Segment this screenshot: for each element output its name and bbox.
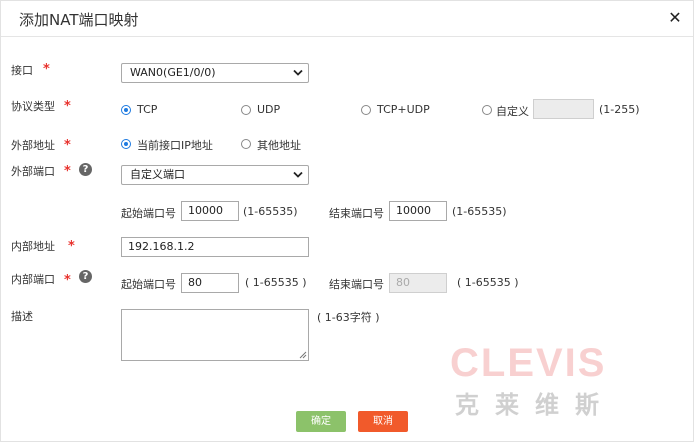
- protocol-radio-custom[interactable]: [482, 105, 492, 115]
- external-start-port-input[interactable]: 10000: [181, 201, 239, 221]
- protocol-custom-range: (1-255): [599, 103, 640, 116]
- external-end-port-range: (1-65535): [452, 205, 507, 218]
- internal-start-port-range: ( 1-65535 ): [245, 276, 307, 289]
- cancel-button[interactable]: 取消: [358, 411, 408, 432]
- required-mark: *: [64, 164, 71, 179]
- interface-select[interactable]: WAN0(GE1/0/0): [121, 63, 309, 83]
- chevron-down-icon: [293, 69, 303, 76]
- interface-select-value: WAN0(GE1/0/0): [130, 66, 216, 79]
- help-icon[interactable]: ?: [79, 270, 92, 283]
- required-mark: *: [64, 273, 71, 288]
- required-mark: *: [64, 138, 71, 153]
- internal-start-port-input[interactable]: 80: [181, 273, 239, 293]
- description-label: 描述: [11, 310, 33, 323]
- protocol-option-tcp: TCP: [137, 103, 158, 116]
- external-start-port-range: (1-65535): [243, 205, 298, 218]
- dialog-titlebar: 添加NAT端口映射 ✕: [1, 1, 693, 37]
- description-textarea[interactable]: [121, 309, 309, 361]
- internal-port-label: 内部端口: [11, 273, 55, 286]
- required-mark: *: [68, 239, 75, 254]
- external-address-option-current: 当前接口IP地址: [137, 139, 213, 152]
- internal-address-input[interactable]: 192.168.1.2: [121, 237, 309, 257]
- protocol-radio-tcp[interactable]: [121, 105, 131, 115]
- protocol-option-custom: 自定义: [496, 105, 529, 118]
- confirm-button[interactable]: 确定: [296, 411, 346, 432]
- protocol-custom-input[interactable]: [533, 99, 594, 119]
- dialog-title: 添加NAT端口映射: [19, 11, 139, 29]
- protocol-option-udp: UDP: [257, 103, 281, 116]
- external-start-port-label: 起始端口号: [121, 207, 176, 220]
- internal-start-port-label: 起始端口号: [121, 278, 176, 291]
- help-icon[interactable]: ?: [79, 163, 92, 176]
- required-mark: *: [43, 62, 50, 77]
- protocol-radio-tcp-udp[interactable]: [361, 105, 371, 115]
- protocol-radio-udp[interactable]: [241, 105, 251, 115]
- external-end-port-input[interactable]: 10000: [389, 201, 447, 221]
- external-address-option-other: 其他地址: [257, 139, 301, 152]
- external-address-label: 外部地址: [11, 139, 55, 152]
- chevron-down-icon: [293, 171, 303, 178]
- external-address-radio-other[interactable]: [241, 139, 251, 149]
- internal-address-label: 内部地址: [11, 240, 55, 253]
- external-port-select[interactable]: 自定义端口: [121, 165, 309, 185]
- external-address-radio-current[interactable]: [121, 139, 131, 149]
- internal-end-port-range: ( 1-65535 ): [457, 276, 519, 289]
- resize-grip-icon[interactable]: [299, 351, 307, 359]
- protocol-label: 协议类型: [11, 100, 55, 113]
- watermark-logo-en: CLEVIS: [450, 341, 607, 385]
- watermark-logo-cn: 克莱维斯: [455, 391, 615, 419]
- external-port-label: 外部端口: [11, 165, 55, 178]
- required-mark: *: [64, 99, 71, 114]
- protocol-option-tcp-udp: TCP+UDP: [377, 103, 430, 116]
- external-end-port-label: 结束端口号: [329, 207, 384, 220]
- internal-end-port-label: 结束端口号: [329, 278, 384, 291]
- description-hint: ( 1-63字符 ): [317, 311, 380, 324]
- close-icon[interactable]: ✕: [668, 8, 682, 27]
- internal-end-port-input[interactable]: 80: [389, 273, 447, 293]
- external-port-select-value: 自定义端口: [130, 168, 185, 181]
- interface-label: 接口: [11, 64, 33, 77]
